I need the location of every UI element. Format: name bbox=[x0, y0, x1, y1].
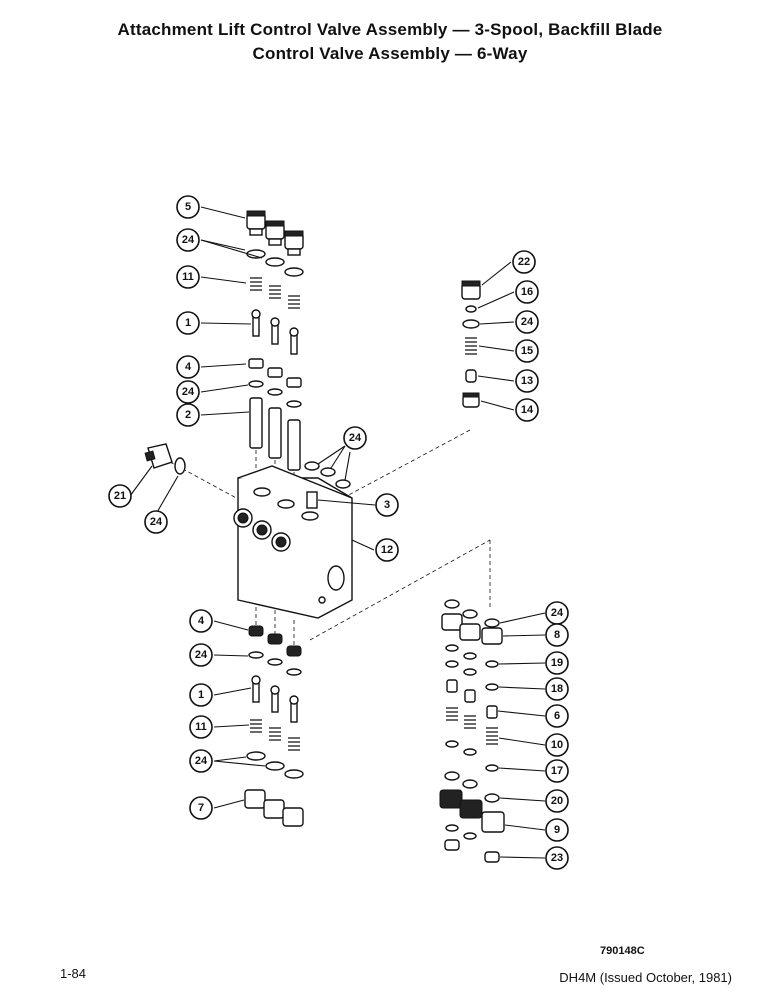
svg-text:22: 22 bbox=[518, 256, 530, 268]
callout-24: 24 bbox=[343, 426, 367, 450]
callout-12: 12 bbox=[375, 538, 399, 562]
callout-24: 24 bbox=[545, 601, 569, 625]
svg-text:11: 11 bbox=[182, 271, 194, 283]
page-number: 1-84 bbox=[60, 966, 87, 981]
svg-text:4: 4 bbox=[198, 615, 205, 627]
upper-springs bbox=[250, 277, 300, 309]
callout-21: 21 bbox=[108, 484, 132, 508]
callout-24: 24 bbox=[189, 643, 213, 667]
svg-text:24: 24 bbox=[150, 516, 163, 528]
callout-7: 7 bbox=[189, 796, 213, 820]
svg-text:24: 24 bbox=[195, 755, 208, 767]
leader-lines bbox=[129, 206, 546, 859]
svg-text:2: 2 bbox=[185, 409, 191, 421]
callout-18: 18 bbox=[545, 677, 569, 701]
svg-text:12: 12 bbox=[381, 544, 393, 556]
svg-text:13: 13 bbox=[521, 375, 533, 387]
callout-3: 3 bbox=[375, 493, 399, 517]
callout-4: 4 bbox=[189, 609, 213, 633]
svg-text:4: 4 bbox=[185, 361, 192, 373]
page-title-line-1: Attachment Lift Control Valve Assembly —… bbox=[117, 20, 663, 39]
washers-24-body bbox=[304, 461, 351, 489]
callout-14: 14 bbox=[515, 398, 539, 422]
callout-22: 22 bbox=[512, 250, 536, 274]
lower-right-column bbox=[481, 618, 505, 863]
callout-24: 24 bbox=[176, 228, 200, 252]
upper-sleeves bbox=[249, 397, 301, 471]
svg-text:1: 1 bbox=[198, 689, 204, 701]
svg-text:18: 18 bbox=[551, 683, 563, 695]
callout-6: 6 bbox=[545, 704, 569, 728]
callout-1: 1 bbox=[189, 683, 213, 707]
callout-16: 16 bbox=[515, 280, 539, 304]
callout-10: 10 bbox=[545, 733, 569, 757]
document-footer: DH4M (Issued October, 1981) bbox=[559, 970, 732, 985]
callout-8: 8 bbox=[545, 623, 569, 647]
callout-23: 23 bbox=[545, 846, 569, 870]
svg-text:8: 8 bbox=[554, 629, 560, 641]
plug-21 bbox=[144, 443, 186, 475]
lower-left-stack bbox=[244, 625, 304, 827]
svg-text:23: 23 bbox=[551, 852, 563, 864]
callout-15: 15 bbox=[515, 339, 539, 363]
upper-small-rings bbox=[248, 380, 302, 408]
svg-text:24: 24 bbox=[195, 649, 208, 661]
callout-13: 13 bbox=[515, 369, 539, 393]
svg-text:7: 7 bbox=[198, 802, 204, 814]
svg-text:10: 10 bbox=[551, 739, 563, 751]
upper-o-rings bbox=[246, 249, 304, 277]
svg-text:19: 19 bbox=[551, 657, 563, 669]
svg-text:24: 24 bbox=[551, 607, 564, 619]
svg-text:3: 3 bbox=[384, 499, 390, 511]
callout-20: 20 bbox=[545, 789, 569, 813]
svg-text:9: 9 bbox=[554, 824, 560, 836]
callout-11: 11 bbox=[189, 715, 213, 739]
callout-24: 24 bbox=[515, 310, 539, 334]
callout-24: 24 bbox=[189, 749, 213, 773]
callout-1: 1 bbox=[176, 311, 200, 335]
svg-text:24: 24 bbox=[182, 386, 195, 398]
svg-text:1: 1 bbox=[185, 317, 191, 329]
svg-text:24: 24 bbox=[182, 234, 195, 246]
callout-11: 11 bbox=[176, 265, 200, 289]
callout-5: 5 bbox=[176, 195, 200, 219]
svg-text:24: 24 bbox=[521, 316, 534, 328]
page-title-line-2: Control Valve Assembly — 6-Way bbox=[252, 44, 528, 63]
callout-4: 4 bbox=[176, 355, 200, 379]
upper-seats bbox=[248, 358, 302, 388]
callout-17: 17 bbox=[545, 759, 569, 783]
svg-text:15: 15 bbox=[521, 345, 533, 357]
callout-9: 9 bbox=[545, 818, 569, 842]
svg-text:5: 5 bbox=[185, 201, 191, 213]
svg-text:20: 20 bbox=[551, 795, 563, 807]
callout-2: 2 bbox=[176, 403, 200, 427]
callout-24: 24 bbox=[176, 380, 200, 404]
figure-code: 790148C bbox=[600, 945, 645, 957]
svg-text:16: 16 bbox=[521, 286, 533, 298]
svg-text:11: 11 bbox=[195, 721, 207, 733]
svg-text:24: 24 bbox=[349, 432, 362, 444]
lower-right-stack bbox=[439, 599, 483, 851]
svg-text:6: 6 bbox=[554, 710, 560, 722]
upper-stems bbox=[251, 309, 299, 355]
callout-24: 24 bbox=[144, 510, 168, 534]
callout-19: 19 bbox=[545, 651, 569, 675]
valve-body bbox=[233, 465, 353, 619]
upper-caps bbox=[246, 210, 304, 256]
upper-right-stack bbox=[461, 280, 481, 408]
svg-text:17: 17 bbox=[551, 765, 563, 777]
svg-text:21: 21 bbox=[114, 490, 126, 502]
svg-text:14: 14 bbox=[521, 404, 534, 416]
